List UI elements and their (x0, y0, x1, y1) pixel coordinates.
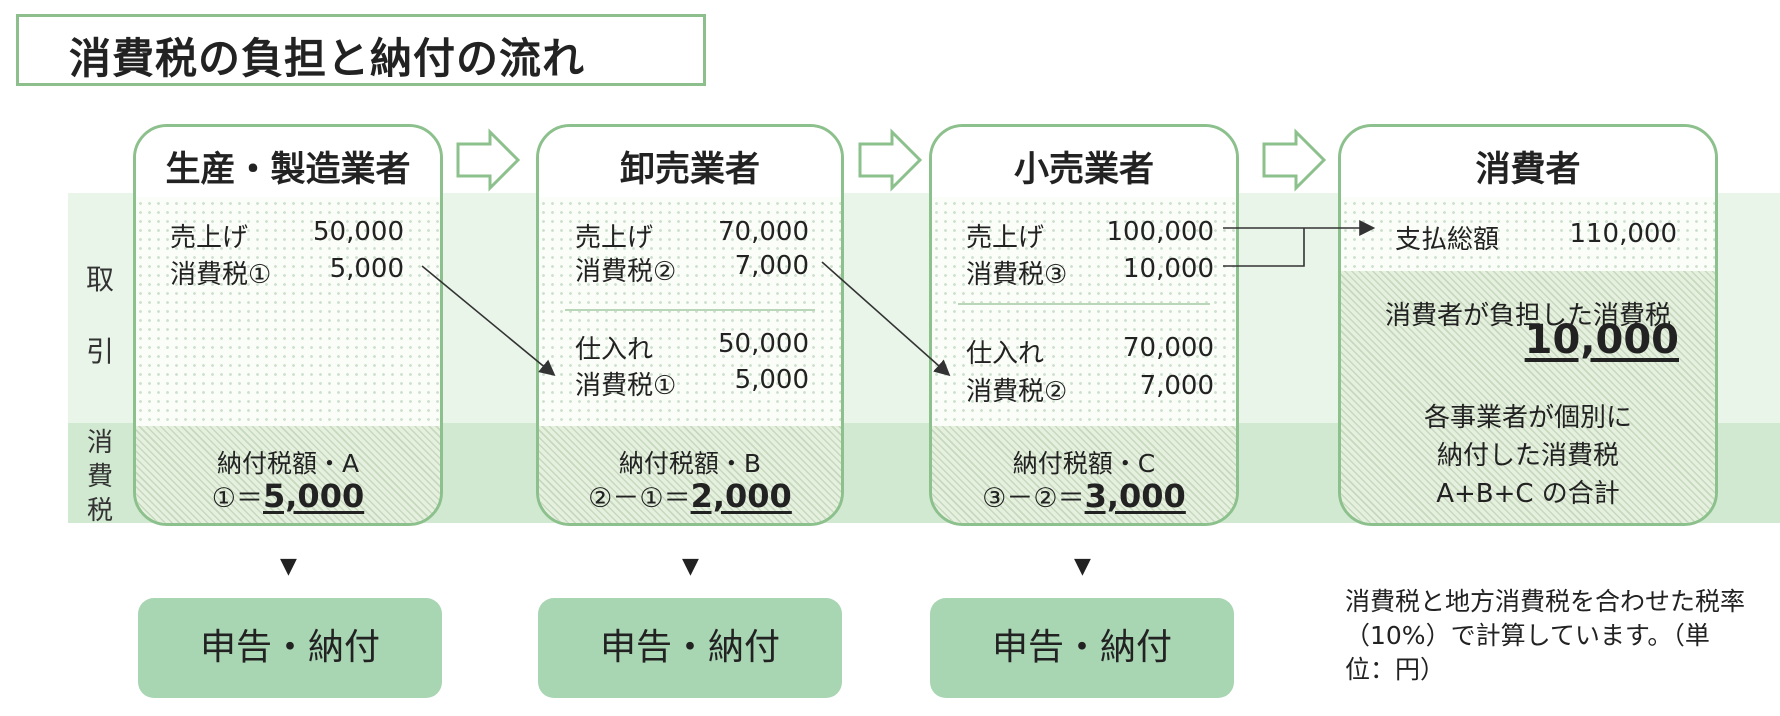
producer-sales-value: 50,000 (313, 217, 404, 247)
wholesaler-sales-label: 売上げ (575, 223, 654, 253)
retailer-purchase-value: 70,000 (1123, 333, 1214, 363)
wholesaler-tax-label: 消費税② (575, 257, 677, 287)
wholesaler-purchase-tax-label: 消費税① (575, 371, 677, 401)
retailer-pay-formula: ③－②＝ (982, 483, 1085, 514)
consumer-sum-line-1: 各事業者が個別に (1423, 403, 1632, 433)
wholesaler-pay-amount: 2,000 (690, 477, 792, 515)
wholesaler-purchase-label: 仕入れ (575, 335, 654, 365)
side-label-tax-3: 税 (86, 496, 113, 526)
file-pay-box-retailer: 申告・納付 (930, 598, 1234, 698)
wholesaler-pay-title: 納付税額・B (618, 449, 762, 478)
retailer-tax-label: 消費税③ (966, 260, 1068, 290)
consumer-title: 消費者 (1475, 150, 1581, 190)
side-label-trade-1: 取 (85, 263, 114, 296)
consumer-card: 消費者 支払総額 110,000 消費者が負担した消費税 10,000 各事業者… (1338, 124, 1718, 526)
retailer-purchase-tax-value: 7,000 (1139, 371, 1214, 401)
retailer-sales-value: 100,000 (1106, 217, 1214, 247)
retailer-tax-value: 10,000 (1123, 254, 1214, 284)
producer-tax-value: 5,000 (329, 254, 404, 284)
wholesaler-purchase-value: 50,000 (718, 329, 809, 359)
consumer-sum-line-3: A+B+C の合計 (1436, 479, 1620, 509)
retailer-card: 小売業者 売上げ 100,000 消費税③ 10,000 仕入れ 70,000 … (929, 124, 1239, 526)
retailer-purchase-tax-label: 消費税② (966, 377, 1068, 407)
wholesaler-tax-zone: 納付税額・B ②－①＝2,000 (539, 426, 841, 523)
wholesaler-title: 卸売業者 (619, 150, 760, 190)
wholesaler-pay-line: ②－①＝2,000 (539, 476, 841, 515)
down-arrow-icon: ▼ (682, 554, 699, 579)
consumer-paid-label: 支払総額 (1395, 225, 1500, 255)
consumer-sum-line-2: 納付した消費税 (1436, 441, 1619, 471)
title-box: 消費税の負担と納付の流れ (16, 14, 706, 86)
down-arrow-icon: ▼ (1074, 554, 1091, 579)
consumer-burden-label: 消費者が負担した消費税 (1384, 301, 1671, 331)
retailer-pay-title: 納付税額・C (1012, 449, 1156, 478)
file-pay-box-wholesaler: 申告・納付 (538, 598, 842, 698)
wholesaler-tax-value: 7,000 (734, 251, 809, 281)
producer-title: 生産・製造業者 (165, 150, 411, 190)
wholesaler-card: 卸売業者 売上げ 70,000 消費税② 7,000 仕入れ 50,000 消費… (536, 124, 844, 526)
consumer-card-header (1341, 127, 1715, 197)
producer-pay-line: ①＝5,000 (136, 476, 440, 515)
page-title: 消費税の負担と納付の流れ (69, 34, 586, 83)
retailer-separator (958, 303, 1210, 305)
flow-arrow-right-icon (858, 128, 922, 192)
wholesaler-separator (565, 309, 815, 311)
side-label-trade-2: 引 (85, 335, 114, 368)
retailer-pay-amount: 3,000 (1084, 477, 1186, 515)
wholesaler-pay-formula: ②－①＝ (588, 483, 691, 514)
producer-card-header (136, 127, 440, 197)
consumer-lower-zone (1341, 271, 1715, 523)
retailer-sales-label: 売上げ (966, 223, 1045, 253)
consumer-burden-value: 10,000 (1524, 317, 1679, 363)
retailer-pay-line: ③－②＝3,000 (932, 476, 1236, 515)
producer-tax-label: 消費税① (170, 260, 272, 290)
down-arrow-icon: ▼ (280, 554, 297, 579)
retailer-purchase-label: 仕入れ (966, 339, 1045, 369)
retailer-tax-zone: 納付税額・C ③－②＝3,000 (932, 426, 1236, 523)
file-pay-box-producer: 申告・納付 (138, 598, 442, 698)
producer-pay-title: 納付税額・A (216, 449, 360, 478)
consumer-paid-value: 110,000 (1569, 219, 1677, 249)
wholesaler-card-header (539, 127, 841, 197)
producer-pay-formula: ①＝ (211, 483, 263, 514)
flow-arrow-right-icon (456, 128, 520, 192)
retailer-title: 小売業者 (1013, 150, 1154, 190)
wholesaler-sales-value: 70,000 (718, 217, 809, 247)
wholesaler-purchase-tax-value: 5,000 (734, 365, 809, 395)
footnote: 消費税と地方消費税を合わせた税率（10%）で計算しています。（単位：円） (1345, 587, 1746, 684)
flow-arrow-right-icon (1262, 128, 1326, 192)
retailer-card-header (932, 127, 1236, 197)
side-label-tax-2: 費 (86, 462, 113, 492)
producer-tax-zone: 納付税額・A ①＝5,000 (136, 426, 440, 523)
producer-sales-label: 売上げ (170, 223, 249, 253)
side-label-tax-1: 消 (86, 428, 113, 458)
producer-card: 生産・製造業者 売上げ 50,000 消費税① 5,000 納付税額・A ①＝5… (133, 124, 443, 526)
producer-pay-amount: 5,000 (263, 477, 365, 515)
